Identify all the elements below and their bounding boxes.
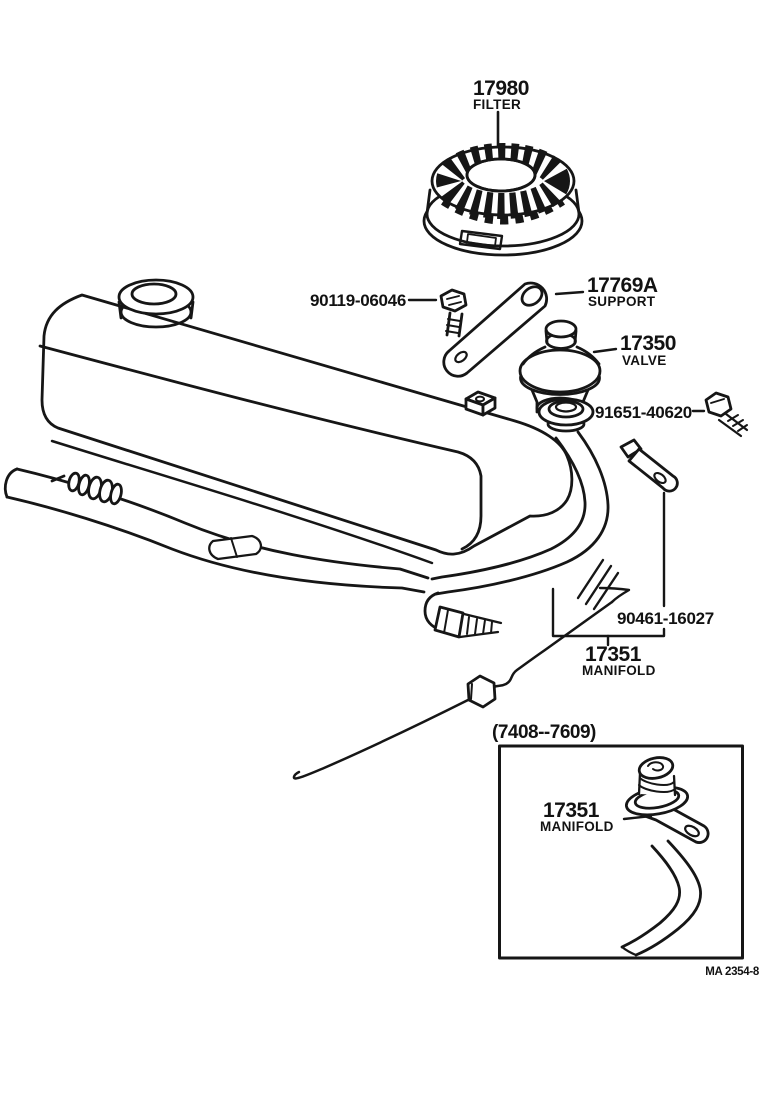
- support-name-label: SUPPORT: [588, 294, 656, 309]
- inset-manifold-pipe: [620, 839, 702, 957]
- pipe-flare-nut: [433, 605, 503, 639]
- hose-fitting-sender: [50, 471, 123, 506]
- grommet-bolt: [704, 391, 749, 438]
- vacuum-line-curve: [292, 600, 614, 780]
- inset-border: [498, 744, 744, 960]
- valve-name-label: VALVE: [622, 353, 667, 368]
- clamp-bracket: [619, 438, 679, 493]
- valve-cover-body: [40, 293, 574, 556]
- leader-lines: [407, 290, 706, 647]
- pipe-elbow: [423, 591, 443, 632]
- grommet-code-label: 91651-40620: [595, 403, 692, 422]
- valve-grommet: [537, 397, 595, 433]
- hose-sleeve: [208, 534, 263, 561]
- manifold-code-label: 17351: [585, 643, 642, 666]
- filter-code-label: 17980: [473, 77, 529, 100]
- support-bolt-code-label: 90119-06046: [310, 291, 406, 310]
- filter-name-label: FILTER: [473, 97, 521, 112]
- inset-manifold-name-label: MANIFOLD: [540, 819, 614, 834]
- clamp-code-label: 90461-16027: [617, 609, 714, 628]
- support-strap: [442, 281, 548, 378]
- inset-box: [498, 744, 744, 960]
- support-code-label: 17769A: [587, 274, 658, 297]
- manifold-stub: [576, 558, 631, 611]
- hose-assembly: [3, 467, 430, 594]
- manifold-name-label: MANIFOLD: [582, 663, 656, 678]
- air-filter: [422, 110, 584, 257]
- line-hex-fitting: [466, 674, 497, 709]
- manifold-pipe: [423, 430, 610, 639]
- valve-cover-flange: [50, 439, 434, 565]
- cover-bracket: [464, 390, 497, 417]
- inset-range-label: (7408--7609): [492, 722, 596, 743]
- inset-cap: [624, 756, 690, 817]
- support-bolt: [439, 288, 468, 338]
- valve-cover-ridge: [38, 344, 483, 551]
- inset-leader-line: [622, 814, 653, 821]
- inset-manifold-code-label: 17351: [543, 799, 600, 822]
- valve-cover: [38, 278, 574, 565]
- drawing-ref-label: MA 2354-8: [705, 966, 760, 978]
- oil-filler-cap: [117, 278, 195, 329]
- valve-code-label: 17350: [620, 332, 676, 355]
